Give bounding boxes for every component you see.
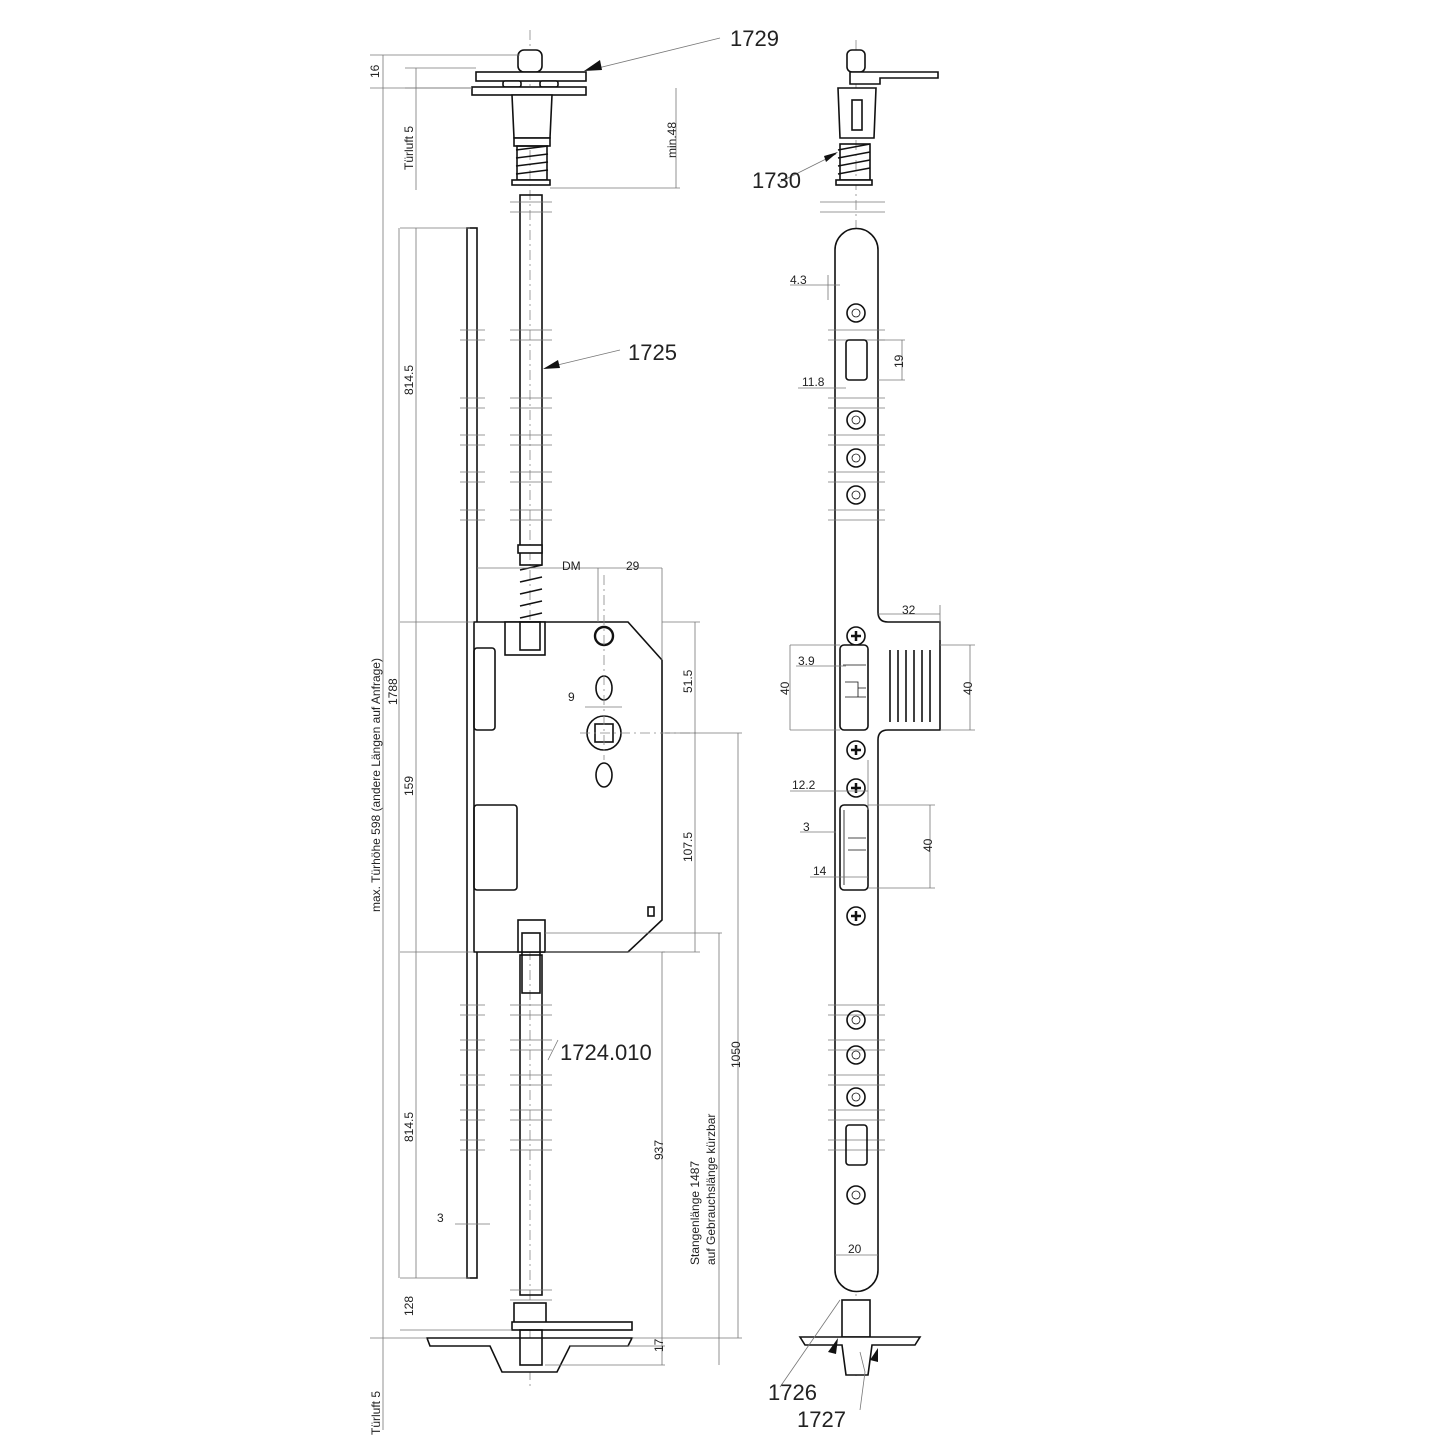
- label-1725: 1725: [628, 340, 677, 365]
- side-top-bolt: [835, 49, 939, 186]
- mounting-holes: [845, 303, 868, 1205]
- dim-tuerluft-top: Türluft 5: [402, 126, 416, 170]
- dim-51-5: 51.5: [681, 669, 695, 693]
- dim-4-3: 4.3: [790, 273, 807, 287]
- dim-40-left: 40: [778, 681, 792, 695]
- dim-1788: 1788: [386, 678, 400, 705]
- dim-3: 3: [437, 1211, 444, 1225]
- dim-40-right: 40: [961, 681, 975, 695]
- dim-3-right: 3: [803, 820, 810, 834]
- dim-1050: 1050: [729, 1041, 743, 1068]
- dim-dm: DM: [562, 559, 581, 573]
- dim-814-upper: 814.5: [402, 365, 416, 395]
- dim-937: 937: [652, 1140, 666, 1160]
- lock-case-1724-010: [473, 575, 700, 994]
- dim-814-lower: 814.5: [402, 1112, 416, 1142]
- dim-29: 29: [626, 559, 640, 573]
- rod-1725: [519, 194, 543, 566]
- side-view: [779, 40, 975, 1411]
- dim-17: 17: [652, 1338, 666, 1352]
- dim-16: 16: [368, 64, 382, 78]
- dim-32: 32: [902, 603, 916, 617]
- dim-11-8: 11.8: [802, 375, 825, 389]
- label-1726: 1726: [768, 1380, 817, 1405]
- dim-159: 159: [402, 776, 416, 796]
- front-view: [370, 30, 742, 1430]
- dim-rod-length: Stangenlänge 1487: [688, 1161, 702, 1265]
- bottom-bolt-assembly: [425, 1302, 634, 1373]
- label-1729: 1729: [730, 26, 779, 51]
- side-bottom: [798, 1299, 922, 1376]
- label-1724-010: 1724.010: [560, 1040, 652, 1065]
- deadbolt: [889, 650, 931, 722]
- dim-12-2: 12.2: [792, 778, 816, 792]
- dim-14: 14: [813, 864, 827, 878]
- dim-20: 20: [848, 1242, 862, 1256]
- dim-107-5: 107.5: [681, 832, 695, 862]
- dim-min48: min.48: [665, 122, 679, 158]
- dim-19: 19: [892, 354, 906, 368]
- side-strip: [834, 227, 941, 1293]
- top-bolt-assembly-1729: [471, 49, 587, 186]
- label-1730: 1730: [752, 168, 801, 193]
- side-view-labels: 1730 1726 1727 4.3 19 11.8 32 3.9 40 40 …: [752, 168, 975, 1432]
- dim-tuerluft-bottom: Türluft 5: [369, 1391, 383, 1435]
- dim-128: 128: [402, 1296, 416, 1316]
- front-view-labels: 1729 1725 1724.010 16 Türluft 5 min.48 8…: [368, 26, 779, 1435]
- dim-9: 9: [568, 690, 575, 704]
- dim-40-lower: 40: [921, 838, 935, 852]
- dim-rod-note: auf Gebrauchslänge kürzbar: [704, 1114, 718, 1265]
- dim-max-door-height: max. Türhöhe 598 (andere Längen auf Anfr…: [369, 658, 383, 912]
- label-1727: 1727: [797, 1407, 846, 1432]
- lower-latch: [839, 804, 869, 891]
- dim-3-9: 3.9: [798, 654, 815, 668]
- latch: [839, 644, 869, 731]
